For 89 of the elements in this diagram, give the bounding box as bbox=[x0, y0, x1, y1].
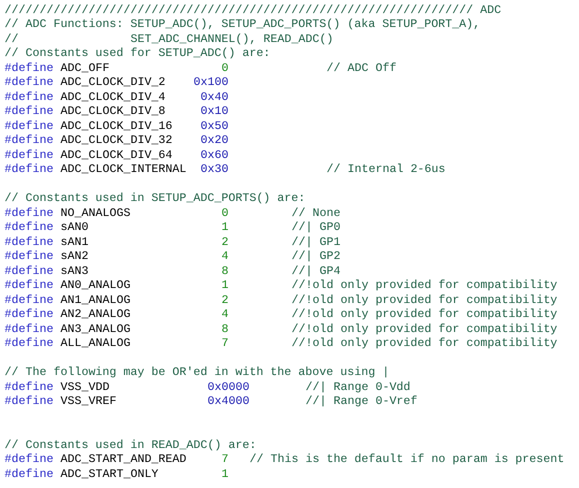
preprocessor-keyword: #define bbox=[4, 220, 54, 234]
constant-name: sAN1 bbox=[60, 234, 88, 249]
constant-name: ADC_CLOCK_INTERNAL bbox=[60, 162, 186, 176]
code-comment: //| Range 0-Vdd bbox=[306, 380, 410, 394]
constant-name: ALL_ANALOG bbox=[60, 336, 130, 350]
code-comment: // ADC Functions: SETUP_ADC(), SETUP_ADC_PORTS() (aka SETUP_PORT_A), bbox=[4, 17, 480, 32]
code-comment: // Constants used for SETUP_ADC() are: bbox=[4, 46, 270, 60]
constant-name: ADC_START_ONLY bbox=[60, 466, 158, 481]
code-comment: //| Range 0-Vref bbox=[306, 394, 418, 408]
code-comment: // Constants used in READ_ADC() are: bbox=[4, 438, 256, 452]
numeric-value: 8 bbox=[222, 264, 228, 278]
code-comment: //!old only provided for compatibility bbox=[292, 292, 558, 307]
numeric-value: 7 bbox=[222, 452, 228, 466]
numeric-value: 1 bbox=[222, 278, 228, 292]
constant-name: VSS_VREF bbox=[60, 394, 116, 408]
numeric-value: 2 bbox=[222, 292, 228, 307]
constant-name: AN0_ANALOG bbox=[60, 278, 130, 292]
hex-value: 0x100 bbox=[194, 75, 228, 90]
constant-name: sAN2 bbox=[60, 249, 88, 264]
constant-name: ADC_CLOCK_DIV_16 bbox=[60, 118, 172, 133]
preprocessor-keyword: #define bbox=[4, 234, 54, 249]
preprocessor-keyword: #define bbox=[4, 75, 54, 90]
preprocessor-keyword: #define bbox=[4, 307, 54, 322]
code-comment: SET_ADC_CHANNEL(), READ_ADC() bbox=[130, 32, 334, 46]
constant-name: sAN0 bbox=[60, 220, 88, 234]
constant-name: AN2_ANALOG bbox=[60, 307, 130, 322]
preprocessor-keyword: #define bbox=[4, 162, 54, 176]
preprocessor-keyword: #define bbox=[4, 249, 54, 264]
constant-name: sAN3 bbox=[60, 264, 88, 278]
numeric-value: 7 bbox=[222, 336, 228, 350]
preprocessor-keyword: #define bbox=[4, 394, 54, 408]
preprocessor-keyword: #define bbox=[4, 452, 54, 466]
preprocessor-keyword: #define bbox=[4, 466, 54, 481]
code-comment: //| GP1 bbox=[292, 234, 340, 249]
code-comment: // Internal 2-6us bbox=[326, 162, 446, 176]
preprocessor-keyword: #define bbox=[4, 278, 54, 292]
code-comment: // None bbox=[292, 206, 340, 220]
code-comment: // ADC Off bbox=[326, 60, 396, 75]
numeric-value: 8 bbox=[222, 322, 228, 336]
constant-name: AN3_ANALOG bbox=[60, 322, 130, 336]
preprocessor-keyword: #define bbox=[4, 90, 54, 104]
code-comment: /////////////////////////////////////////////////////////////////// ADC bbox=[4, 2, 502, 17]
constant-name: NO_ANALOGS bbox=[60, 206, 130, 220]
hex-value: 0x30 bbox=[200, 162, 228, 176]
numeric-value: 4 bbox=[222, 307, 228, 322]
preprocessor-keyword: #define bbox=[4, 264, 54, 278]
numeric-value: 1 bbox=[222, 220, 228, 234]
constant-name: ADC_START_AND_READ bbox=[60, 452, 186, 466]
code-comment: // This is the default if no param is present bbox=[250, 452, 564, 466]
constant-name: ADC_CLOCK_DIV_32 bbox=[60, 133, 172, 148]
code-comment: //!old only provided for compatibility bbox=[292, 336, 558, 350]
numeric-value: 1 bbox=[222, 466, 228, 481]
constant-name: ADC_OFF bbox=[60, 60, 110, 75]
hex-value: 0x20 bbox=[200, 133, 228, 148]
preprocessor-keyword: #define bbox=[4, 292, 54, 307]
code-comment: //!old only provided for compatibility bbox=[292, 278, 558, 292]
code-comment: //| GP0 bbox=[292, 220, 340, 234]
numeric-value: 0 bbox=[222, 206, 228, 220]
code-comment: //| GP2 bbox=[292, 249, 340, 264]
constant-name: ADC_CLOCK_DIV_4 bbox=[60, 90, 166, 104]
preprocessor-keyword: #define bbox=[4, 60, 54, 75]
code-comment: // The following may be OR'ed in with the above using | bbox=[4, 365, 390, 380]
constant-name: ADC_CLOCK_DIV_64 bbox=[60, 148, 172, 162]
preprocessor-keyword: #define bbox=[4, 336, 54, 350]
code-comment: // Constants used in SETUP_ADC_PORTS() are: bbox=[4, 191, 306, 206]
preprocessor-keyword: #define bbox=[4, 206, 54, 220]
constant-name: ADC_CLOCK_DIV_8 bbox=[60, 104, 166, 118]
numeric-value: 0 bbox=[222, 60, 228, 75]
preprocessor-keyword: #define bbox=[4, 322, 54, 336]
code-comment: //| GP4 bbox=[292, 264, 340, 278]
hex-value: 0x60 bbox=[200, 148, 228, 162]
constant-name: AN1_ANALOG bbox=[60, 292, 130, 307]
code-comment: //!old only provided for compatibility bbox=[292, 322, 558, 336]
code-comment: // bbox=[4, 32, 18, 46]
preprocessor-keyword: #define bbox=[4, 133, 54, 148]
constant-name: ADC_CLOCK_DIV_2 bbox=[60, 75, 166, 90]
preprocessor-keyword: #define bbox=[4, 104, 54, 118]
hex-value: 0x40 bbox=[200, 90, 228, 104]
numeric-value: 4 bbox=[222, 249, 228, 264]
preprocessor-keyword: #define bbox=[4, 148, 54, 162]
constant-name: VSS_VDD bbox=[60, 380, 110, 394]
hex-value: 0x4000 bbox=[208, 394, 250, 408]
preprocessor-keyword: #define bbox=[4, 380, 54, 394]
preprocessor-keyword: #define bbox=[4, 118, 54, 133]
hex-value: 0x0000 bbox=[208, 380, 250, 394]
hex-value: 0x10 bbox=[200, 104, 228, 118]
numeric-value: 2 bbox=[222, 234, 228, 249]
hex-value: 0x50 bbox=[200, 118, 228, 133]
code-comment: //!old only provided for compatibility bbox=[292, 307, 558, 322]
